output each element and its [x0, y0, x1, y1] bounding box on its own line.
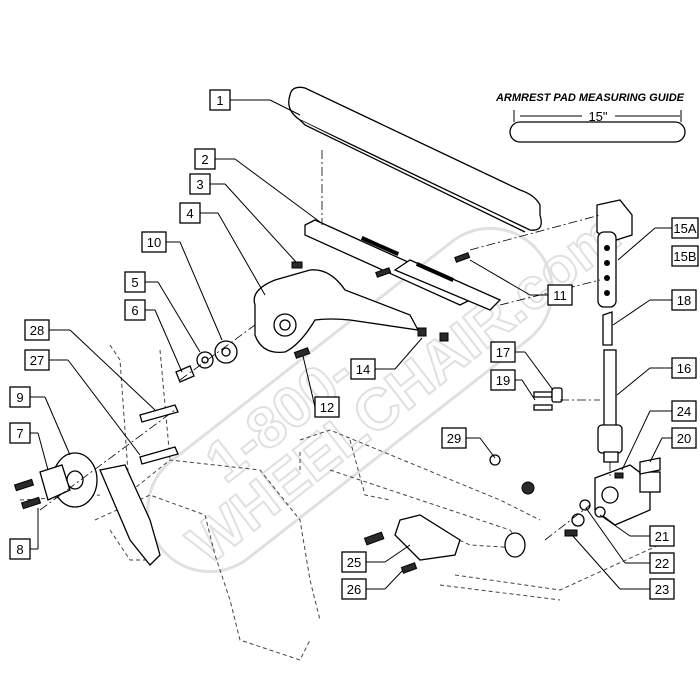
callout-15b-label: 15B — [673, 249, 696, 264]
callout-18: 18 — [612, 289, 697, 326]
callout-25-label: 25 — [347, 555, 361, 570]
right-frame — [299, 429, 671, 601]
clip-18 — [602, 311, 613, 346]
callout-8: 8 — [9, 508, 39, 560]
clamp-7 — [39, 464, 71, 501]
hardware — [139, 252, 535, 495]
callout-7: 7 — [9, 422, 49, 471]
guide-dimension: 15" — [588, 109, 607, 124]
mounting-bracket — [304, 219, 502, 311]
callout-16: 16 — [616, 357, 697, 396]
lower-post — [597, 349, 623, 463]
callout-20-label: 20 — [677, 431, 691, 446]
callout-15b: 15B — [671, 245, 699, 267]
callout-10: 10 — [141, 231, 223, 341]
clamp-block — [363, 514, 461, 574]
callout-19: 19 — [490, 369, 536, 401]
screws-17-19 — [533, 387, 563, 411]
callout-4: 4 — [179, 202, 266, 296]
callout-16-label: 16 — [677, 361, 691, 376]
callout-5-label: 5 — [131, 275, 138, 290]
callout-9-label: 9 — [16, 390, 23, 405]
callout-9: 9 — [9, 386, 71, 456]
callout-22: 22 — [585, 507, 675, 574]
callout-21-label: 21 — [655, 529, 669, 544]
callout-19-label: 19 — [496, 373, 510, 388]
screw-27 — [139, 446, 179, 465]
callout-28-label: 28 — [30, 323, 44, 338]
callout-3: 3 — [189, 173, 297, 263]
callout-7-label: 7 — [16, 426, 23, 441]
callout-14-label: 14 — [356, 362, 370, 377]
callout-21: 21 — [599, 514, 675, 547]
callout-27: 27 — [24, 349, 141, 456]
callout-24: 24 — [621, 400, 697, 471]
callout-23: 23 — [571, 534, 675, 600]
callout-22-label: 22 — [655, 556, 669, 571]
callout-5: 5 — [124, 271, 201, 353]
measuring-guide: ARMREST PAD MEASURING GUIDE 15" — [495, 92, 686, 143]
hub-assembly — [13, 452, 98, 510]
callout-26: 26 — [341, 569, 404, 600]
arm-support — [253, 269, 420, 354]
watermark: 1-800- WHEELCHAIR.com — [146, 200, 633, 578]
callout-23-label: 23 — [655, 582, 669, 597]
callout-6: 6 — [124, 299, 183, 373]
callout-1-label: 1 — [216, 93, 223, 108]
callout-1: 1 — [209, 89, 301, 116]
callout-2-label: 2 — [201, 152, 208, 167]
callout-24-label: 24 — [677, 404, 691, 419]
receiver-block — [594, 457, 661, 526]
callout-15a-label: 15A — [673, 221, 696, 236]
callout-29: 29 — [441, 427, 496, 459]
upper-post — [596, 199, 633, 308]
callout-17-label: 17 — [496, 345, 510, 360]
callout-4-label: 4 — [186, 206, 193, 221]
callout-11: 11 — [469, 259, 573, 306]
callout-12-label: 12 — [320, 400, 334, 415]
callout-29-label: 29 — [447, 431, 461, 446]
callout-25: 25 — [341, 544, 411, 573]
callout-8-label: 8 — [16, 542, 23, 557]
callout-12: 12 — [302, 355, 340, 418]
callouts: 1 2 3 4 10 — [9, 89, 699, 600]
callout-14: 14 — [350, 337, 423, 380]
callout-26-label: 26 — [347, 582, 361, 597]
callout-17: 17 — [490, 341, 554, 391]
callout-10-label: 10 — [147, 235, 161, 250]
callout-3-label: 3 — [196, 177, 203, 192]
callout-27-label: 27 — [30, 353, 44, 368]
callout-2: 2 — [194, 148, 321, 223]
screw-28 — [139, 404, 179, 423]
callout-20: 20 — [649, 427, 697, 463]
callout-11-label: 11 — [553, 288, 567, 303]
callout-28: 28 — [24, 319, 156, 411]
armrest-pad — [288, 86, 542, 233]
screw-6 — [175, 365, 195, 383]
callout-6-label: 6 — [131, 303, 138, 318]
hardware-21-23 — [564, 499, 606, 537]
callout-18-label: 18 — [677, 293, 691, 308]
guide-title: ARMREST PAD MEASURING GUIDE — [495, 92, 685, 104]
callout-15a: 15A — [617, 217, 699, 261]
